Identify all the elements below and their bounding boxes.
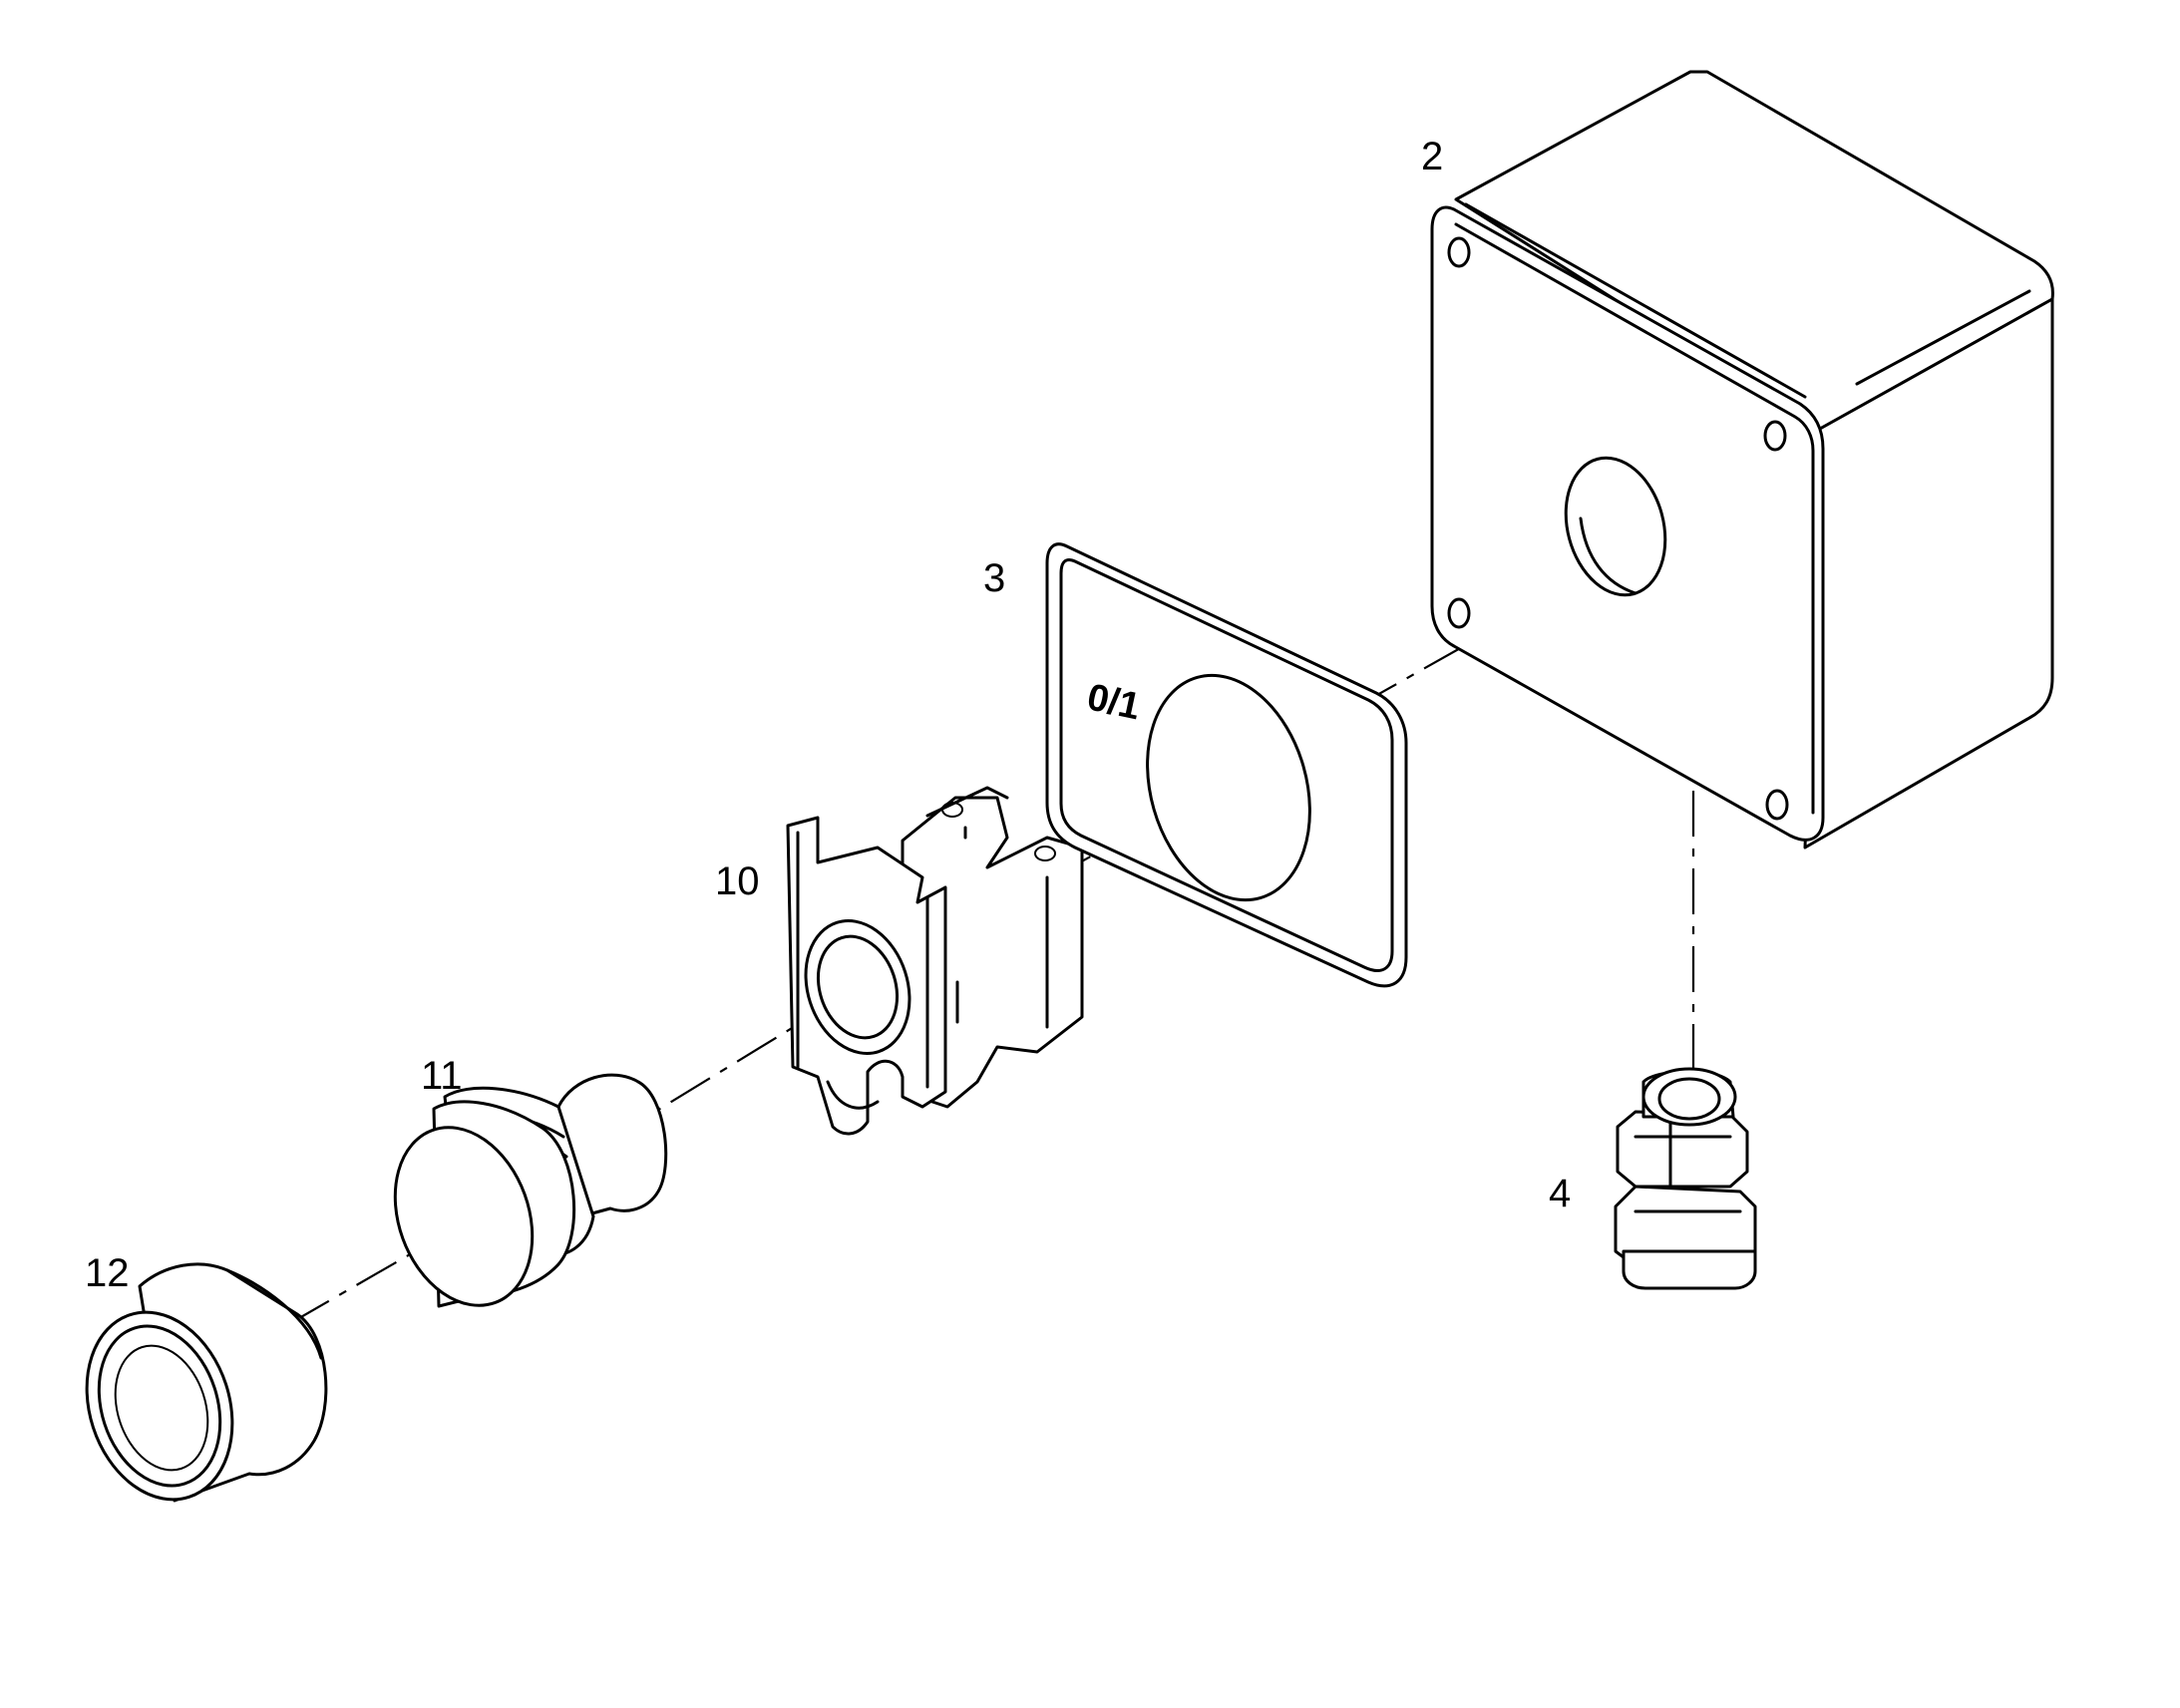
callout-operator-button: 11: [421, 1054, 463, 1098]
callout-cable-gland: 4: [1549, 1172, 1571, 1215]
contact-block-part: [786, 786, 1084, 1136]
cable-gland-part: [1614, 1067, 1757, 1290]
callout-legend-plate: 3: [983, 556, 1005, 600]
operator-button-part: [393, 1073, 668, 1308]
button-cap-part: [85, 1262, 328, 1503]
callout-enclosure: 2: [1421, 135, 1443, 178]
callout-button-cap: 12: [85, 1251, 130, 1295]
callout-contact-block: 10: [715, 859, 760, 903]
enclosure-part: [1430, 70, 2054, 850]
legend-plate-part: [1045, 542, 1408, 988]
